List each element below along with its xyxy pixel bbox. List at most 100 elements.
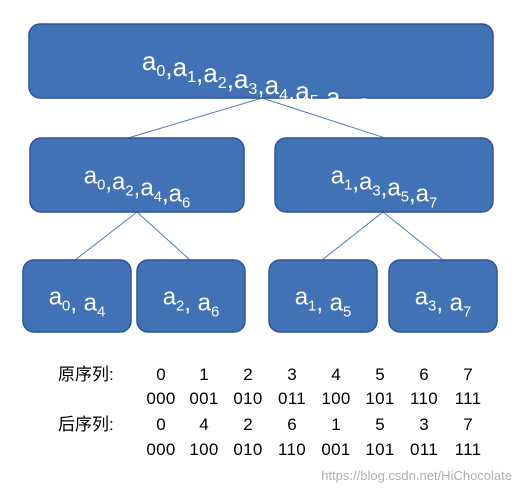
- term-separator: ,: [70, 289, 83, 316]
- reversed-binary: 111: [455, 440, 482, 459]
- term-symbol: a: [357, 88, 372, 118]
- original-binary: 100: [321, 389, 350, 408]
- term-subscript: 0: [156, 62, 165, 80]
- node-level1-0-box: [29, 137, 245, 213]
- original-index: 5: [375, 365, 384, 384]
- node-level2-0: a0, a4: [22, 259, 132, 333]
- term-subscript: 1: [308, 298, 316, 314]
- term-subscript: 7: [371, 104, 380, 122]
- original-binary: 011: [278, 389, 306, 408]
- term-subscript: 3: [372, 183, 380, 199]
- reversed-binary: 010: [233, 440, 262, 459]
- term-symbol: a: [198, 289, 212, 316]
- reversed-index: 0: [156, 415, 165, 434]
- term-symbol: a: [140, 174, 154, 201]
- reversed-binary: 101: [365, 440, 394, 459]
- term-separator: ,: [436, 289, 449, 316]
- term-subscript: 0: [97, 177, 105, 193]
- term-separator: ,: [257, 70, 264, 100]
- original-binary: 010: [233, 389, 262, 408]
- original-index: 1: [199, 365, 208, 384]
- term-symbol: a: [169, 180, 183, 207]
- edge-l1b-l2d: [382, 211, 444, 261]
- original-index: 0: [156, 365, 165, 384]
- term-symbol: a: [330, 289, 344, 316]
- node-level1-1: a1,a3,a5,a7: [274, 137, 494, 213]
- node-level1-0: a0,a2,a4,a6: [29, 137, 245, 213]
- term-symbol: a: [84, 162, 98, 189]
- node-root-box: [28, 23, 494, 99]
- term-symbol: a: [295, 283, 309, 310]
- node-level2-0-label: a0, a4: [49, 283, 106, 320]
- node-level1-1-box: [274, 137, 494, 213]
- node-root-label: a0,a1,a2,a3,a4,a5,a6,a7: [142, 46, 380, 122]
- term-separator: ,: [227, 64, 234, 94]
- term-subscript: 6: [182, 195, 190, 211]
- node-level2-3: a3, a7: [388, 259, 498, 333]
- term-subscript: 2: [125, 183, 133, 199]
- term-symbol: a: [112, 168, 126, 195]
- reversed-binary: 110: [278, 440, 306, 459]
- term-subscript: 6: [211, 304, 219, 320]
- term-symbol: a: [203, 58, 218, 88]
- tree-nodes: a0,a1,a2,a3,a4,a5,a6,a7a0,a2,a4,a6a1,a3,…: [22, 23, 498, 333]
- node-level2-2-label: a1, a5: [295, 283, 352, 320]
- original-label: 原序列:: [58, 365, 114, 384]
- term-subscript: 3: [428, 298, 436, 314]
- term-subscript: 2: [176, 298, 184, 314]
- edge-l1a-l2b: [136, 211, 191, 261]
- reversed-label: 后序列:: [58, 415, 114, 434]
- node-level2-2: a1, a5: [268, 259, 378, 333]
- reversed-index: 2: [243, 415, 252, 434]
- term-symbol: a: [142, 46, 157, 76]
- term-subscript: 1: [187, 68, 196, 86]
- term-symbol: a: [416, 180, 430, 207]
- edge-root-left: [127, 97, 263, 139]
- term-symbol: a: [450, 289, 464, 316]
- node-level2-1: a2, a6: [136, 259, 246, 333]
- original-index: 3: [287, 365, 296, 384]
- original-binary: 110: [410, 389, 438, 408]
- term-separator: ,: [381, 174, 388, 201]
- reversed-binary: 001: [321, 440, 350, 459]
- original-index: 7: [463, 365, 472, 384]
- term-separator: ,: [316, 289, 329, 316]
- term-subscript: 2: [218, 74, 227, 92]
- original-binary: 111: [455, 389, 482, 408]
- term-symbol: a: [84, 289, 98, 316]
- term-symbol: a: [265, 70, 280, 100]
- watermark: https://blog.csdn.net/HiChocolate: [321, 468, 512, 483]
- term-separator: ,: [184, 289, 197, 316]
- reversed-index: 4: [199, 415, 208, 434]
- node-level1-0-label: a0,a2,a4,a6: [84, 162, 191, 211]
- node-level2-1-box: [136, 259, 246, 333]
- term-subscript: 1: [344, 177, 352, 193]
- term-subscript: 5: [401, 189, 409, 205]
- reversed-index: 5: [375, 415, 384, 434]
- node-level2-3-box: [388, 259, 498, 333]
- edge-root-right: [261, 97, 386, 139]
- term-separator: ,: [288, 76, 295, 106]
- original-index: 6: [419, 365, 428, 384]
- term-symbol: a: [387, 174, 401, 201]
- term-separator: ,: [352, 168, 359, 195]
- term-subscript: 4: [97, 304, 105, 320]
- term-symbol: a: [173, 52, 188, 82]
- term-symbol: a: [234, 64, 249, 94]
- term-separator: ,: [319, 82, 326, 112]
- edge-l1a-l2a: [74, 211, 138, 261]
- original-binary: 001: [189, 389, 218, 408]
- reversed-index: 7: [463, 415, 472, 434]
- node-level2-2-box: [268, 259, 378, 333]
- term-subscript: 0: [62, 298, 70, 314]
- original-index: 4: [331, 365, 340, 384]
- tree-edges: [74, 97, 444, 261]
- term-symbol: a: [359, 168, 373, 195]
- node-level2-1-label: a2, a6: [163, 283, 220, 320]
- edge-l1b-l2c: [321, 211, 384, 261]
- term-symbol: a: [331, 162, 345, 189]
- term-subscript: 4: [279, 86, 288, 104]
- term-separator: ,: [105, 168, 112, 195]
